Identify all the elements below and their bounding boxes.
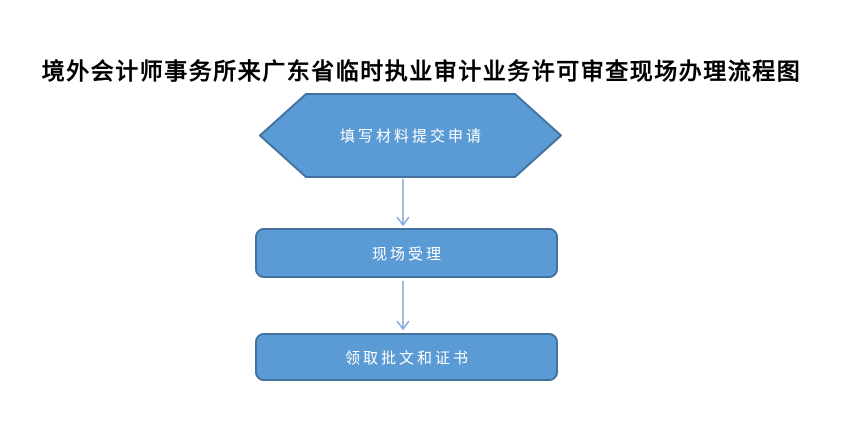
- down-arrow-icon: [396, 281, 410, 331]
- hexagon-shape-graphic: [259, 93, 562, 178]
- flow-step-label: 现场受理: [371, 246, 444, 263]
- flowchart-title: 境外会计师事务所来广东省临时执业审计业务许可审查现场办理流程图: [41, 59, 802, 84]
- flow-step-hexagon: 填写材料提交申请: [259, 93, 562, 178]
- flow-step-label: 填写材料提交申请: [339, 129, 484, 145]
- flow-step-box: 领取批文和证书: [255, 333, 558, 381]
- flow-step-label: 领取批文和证书: [344, 350, 471, 367]
- flow-step-box: 现场受理: [255, 228, 558, 278]
- down-arrow-icon: [396, 179, 410, 227]
